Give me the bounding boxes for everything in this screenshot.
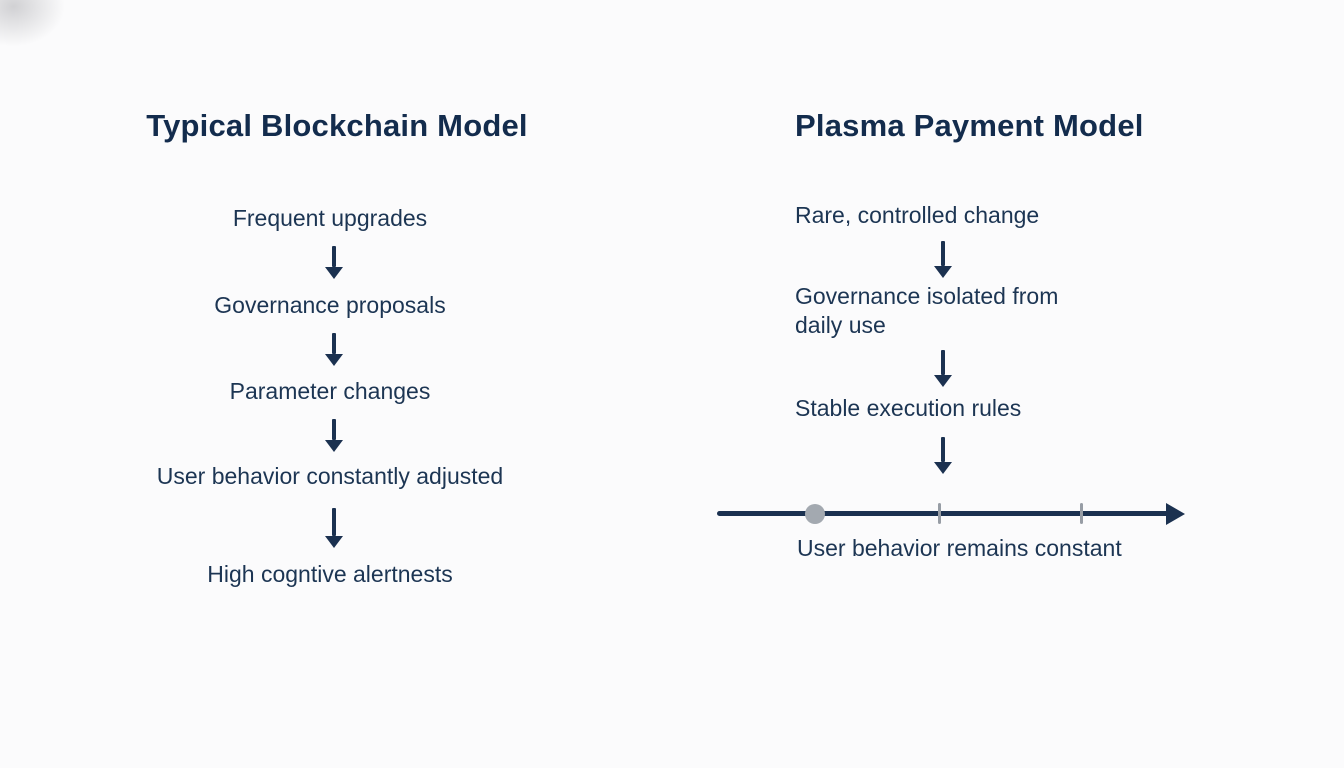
down-arrow-icon — [322, 246, 346, 279]
right-step-rare-controlled-change: Rare, controlled change — [795, 202, 1040, 228]
right-step-governance-isolated: Governance isolated from daily use — [795, 283, 1059, 338]
down-arrow-icon — [931, 437, 955, 474]
timeline-tick — [1080, 503, 1083, 524]
left-step-high-cognitive-alertness: High cogntive alertnests — [207, 561, 453, 587]
timeline-line — [717, 511, 1169, 516]
down-arrow-icon — [322, 419, 346, 452]
down-arrow-icon — [322, 333, 346, 366]
left-column-title: Typical Blockchain Model — [146, 108, 528, 143]
down-arrow-icon — [931, 241, 955, 278]
left-step-parameter-changes: Parameter changes — [229, 378, 431, 404]
left-step-governance-proposals: Governance proposals — [214, 292, 446, 318]
timeline-tick — [938, 503, 941, 524]
right-step-stable-execution-rules: Stable execution rules — [795, 395, 1022, 421]
timeline-dot — [805, 504, 825, 524]
timeline-arrow — [717, 503, 1185, 525]
right-arrowhead-icon — [1166, 503, 1185, 525]
left-step-frequent-upgrades: Frequent upgrades — [232, 205, 428, 231]
right-column-title: Plasma Payment Model — [795, 108, 1144, 143]
timeline-caption: User behavior remains constant — [797, 535, 1122, 561]
down-arrow-icon — [931, 350, 955, 387]
down-arrow-icon — [322, 508, 346, 548]
left-step-user-behavior-adjusted: User behavior constantly adjusted — [156, 463, 504, 489]
corner-smudge-artifact — [0, 0, 72, 52]
